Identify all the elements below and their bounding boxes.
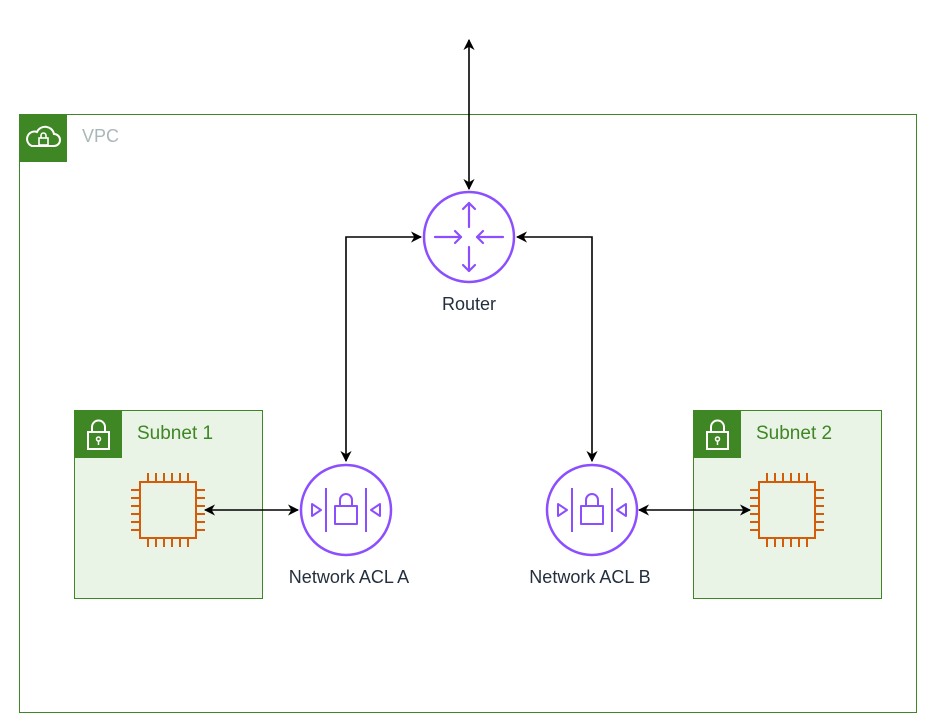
cloud-lock-icon	[26, 125, 61, 147]
padlock-icon	[87, 419, 110, 450]
router-label: Router	[441, 294, 497, 314]
instance-2-chip-icon	[750, 473, 824, 547]
network-acl-a-label: Network ACL A	[288, 567, 410, 587]
instance-1-chip-icon	[131, 473, 205, 547]
router-acl-b-connector	[515, 231, 598, 463]
network-acl-b-label: Network ACL B	[529, 567, 651, 587]
router-acl-a-connector	[340, 231, 423, 463]
padlock-icon	[706, 419, 729, 450]
network-acl-a-icon	[299, 463, 393, 557]
subnet-1-badge	[75, 411, 122, 458]
subnet-1-label: Subnet 1	[137, 423, 214, 444]
router-icon	[422, 190, 516, 284]
vpc-badge	[20, 115, 67, 162]
network-acl-b-icon	[545, 463, 639, 557]
subnet-2-badge	[694, 411, 741, 458]
subnet-2-label: Subnet 2	[756, 423, 833, 444]
vpc-label: VPC	[82, 126, 120, 146]
